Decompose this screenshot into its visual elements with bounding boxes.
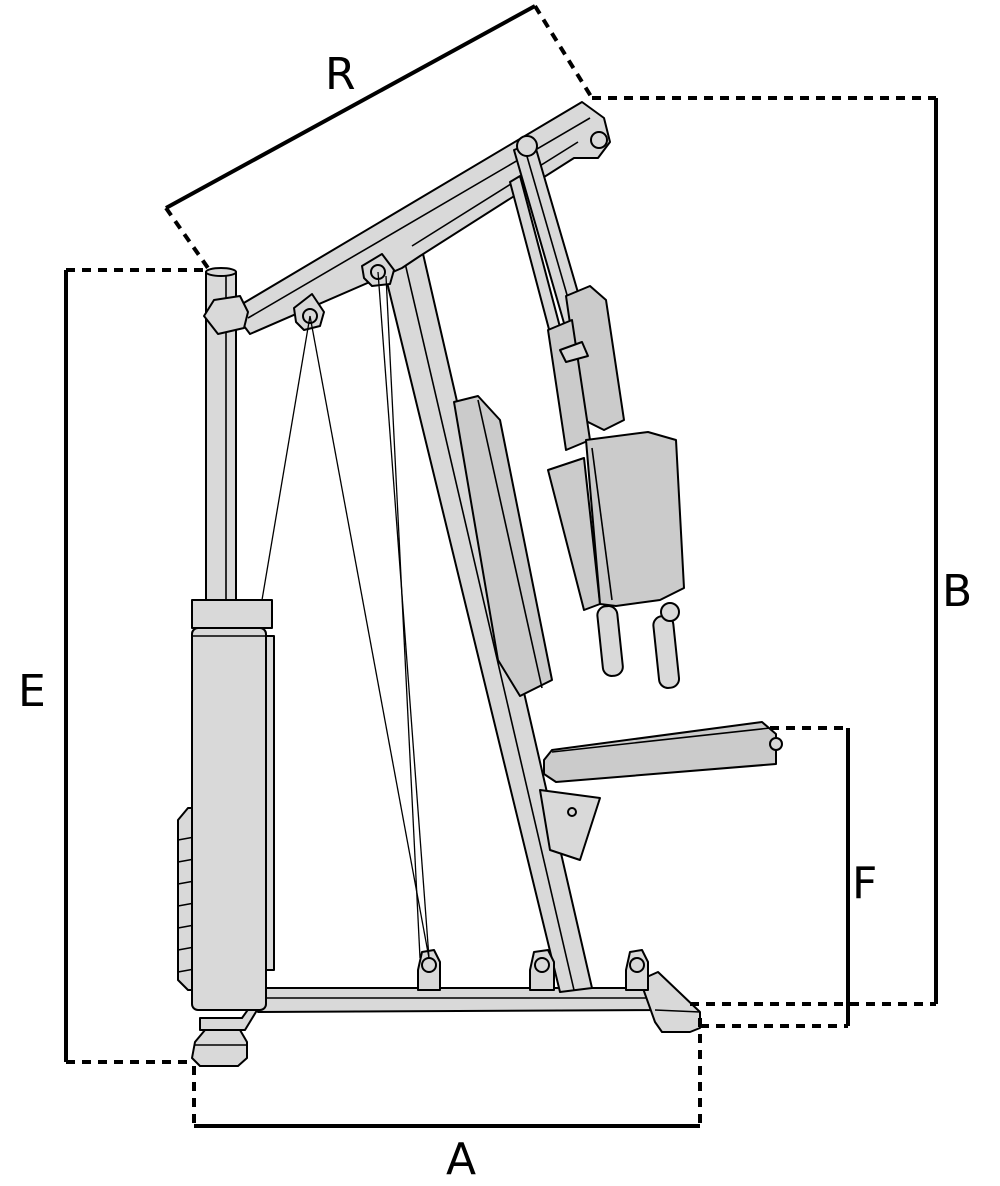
- press-rollers: [547, 431, 685, 689]
- top-boom: [203, 101, 611, 335]
- label-r: R: [325, 49, 356, 100]
- weight-shroud: [191, 599, 275, 1011]
- cables: [261, 271, 430, 959]
- dimension-r-line: [165, 4, 536, 210]
- label-a: A: [446, 1134, 476, 1185]
- base-frame: [191, 971, 701, 1067]
- home-gym-machine: [177, 101, 783, 1067]
- label-b: B: [942, 566, 972, 617]
- label-e: E: [18, 666, 46, 717]
- press-arm: [509, 135, 625, 451]
- label-f: F: [852, 858, 877, 909]
- dimension-lines: [64, 4, 938, 1128]
- back-pad: [453, 395, 553, 697]
- seat: [539, 721, 783, 861]
